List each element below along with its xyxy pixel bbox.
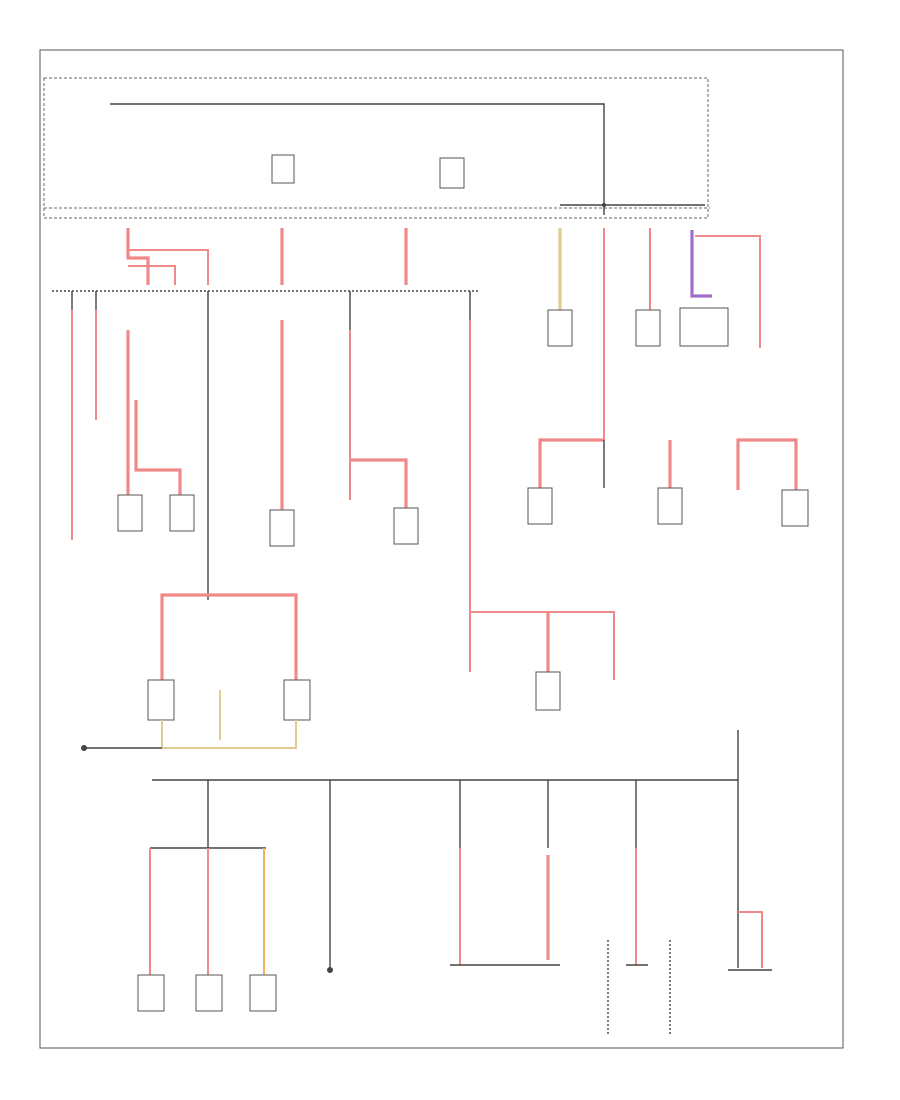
component-right-2a	[527, 487, 553, 525]
component-col4	[269, 509, 295, 547]
wire-red-relay-right	[208, 593, 298, 680]
component-right-6	[657, 487, 683, 525]
component-relay-a	[147, 679, 175, 721]
component-bottom-1	[137, 974, 165, 1012]
wire-red-right-5	[695, 235, 761, 348]
component-right-4	[679, 307, 729, 347]
component-seat-right	[169, 494, 195, 532]
component-seat-left	[117, 494, 143, 532]
internal-relay-2	[439, 157, 465, 189]
wire-tan-relay-bottom	[161, 720, 297, 749]
diagram-border	[39, 49, 844, 1049]
wire-red-col6-branch	[470, 611, 615, 680]
component-right-7	[781, 489, 809, 527]
internal-relay-1	[271, 154, 295, 184]
wire-red-right-7	[736, 438, 798, 490]
junction-dot	[602, 203, 606, 207]
ground-left-dot	[81, 745, 87, 751]
fuse-box-enclosure	[43, 77, 709, 219]
ground-dot-2	[327, 967, 333, 973]
wire-red-col1b	[128, 249, 209, 285]
wire-purple-right-4	[690, 230, 712, 298]
component-right-3	[635, 309, 661, 347]
component-relay-b	[283, 679, 311, 721]
component-bottom-2	[195, 974, 223, 1012]
component-col6-mid	[535, 671, 561, 711]
wire-red-col5	[350, 458, 408, 508]
wire-red-br-2	[738, 911, 763, 968]
fuse-box-feed-line	[110, 103, 605, 215]
wire-red-right-2-branch	[538, 438, 604, 488]
component-right-1	[547, 309, 573, 347]
wire-red-relay-left	[160, 593, 208, 680]
component-col5	[393, 507, 419, 545]
component-bottom-3	[249, 974, 277, 1012]
wire-red-seat-right	[134, 400, 182, 495]
wire-red-col1	[126, 228, 150, 285]
wire-red-col1c	[128, 265, 176, 285]
